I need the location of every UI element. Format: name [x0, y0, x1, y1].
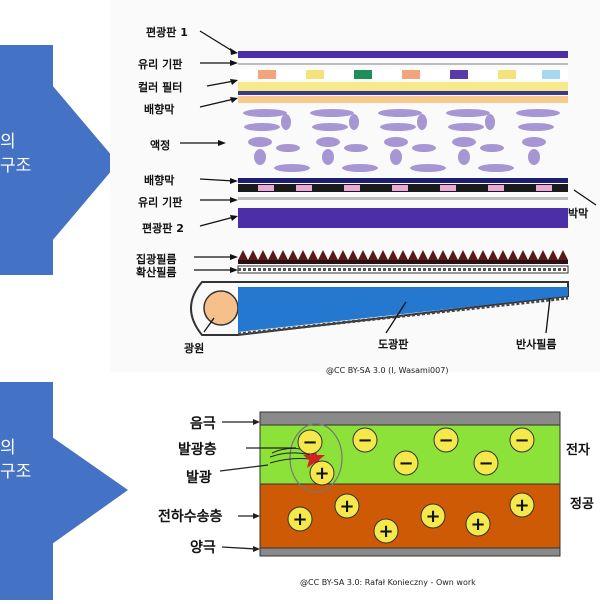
label-diffuser-film: 확산필름: [136, 266, 177, 279]
hole-sign: +: [514, 495, 529, 516]
label-light-source: 광원: [184, 342, 205, 355]
label-light-guide: 도광판: [378, 338, 409, 351]
glass-1-layer: [238, 63, 568, 65]
bottom-slide-text-2: 구조: [0, 462, 32, 482]
label-electron: 전자: [566, 443, 590, 458]
hole-circle: [287, 506, 313, 532]
yellow-layer: [238, 82, 568, 91]
backlight-assembly: [190, 281, 569, 336]
label-liquid-crystal: 액정: [150, 139, 171, 152]
label-hole-transport: 전하수송층: [158, 509, 223, 525]
reflector-film: [237, 296, 569, 336]
tft-pattern-layer: [238, 184, 568, 192]
alignment-film-1-layer: [238, 96, 568, 103]
bottom-arrow-shape: [0, 382, 128, 600]
polarizer-2-layer: [238, 208, 568, 228]
oled-leader-lines: [219, 421, 296, 550]
color-filter-layer: [238, 69, 568, 80]
anode-layer: [259, 547, 561, 557]
electron-sign: −: [398, 453, 413, 474]
top-arrow-shape: [0, 45, 118, 275]
lcd-layers-svg: [180, 30, 597, 336]
light-source-lamp: [203, 290, 239, 326]
hole-sign: +: [378, 521, 393, 542]
oled-arrowheads: [253, 419, 260, 552]
label-polarizer-1: 편광판 1: [146, 26, 188, 39]
bottom-slide-arrow: 의 구조: [0, 382, 130, 600]
label-emissive-layer: 발광층: [178, 442, 217, 458]
bottom-slide-text-1: 의: [0, 438, 16, 458]
hole-circle: [334, 493, 360, 519]
electron-circle: [393, 450, 419, 476]
electron-sign: −: [514, 430, 529, 451]
oled-layers-svg: −−−−−−+++++++: [219, 411, 561, 557]
oled-structure-diagram: −−−−−−+++++++ 음극 발광층 발광 전하수송층 양극 전자 정공 @…: [150, 395, 600, 600]
label-glass-2: 유리 기판: [138, 196, 183, 209]
prism-film-layer: [238, 250, 568, 264]
oled-credit: @CC BY-SA 3.0: Rafał Konieczny - Own wor…: [300, 578, 476, 587]
label-alignment-2: 배향막: [144, 174, 175, 187]
electron-circle: [509, 427, 535, 453]
recombination-zone: [289, 423, 343, 493]
hole-sign: +: [339, 496, 354, 517]
electron-sign: −: [478, 453, 493, 474]
glass-2-layer: [238, 197, 568, 200]
label-right-cut: 박막: [568, 207, 589, 220]
electron-sign: −: [302, 432, 317, 453]
top-slide-arrow: 의 구조: [0, 45, 130, 275]
top-slide-text-2: 구조: [0, 156, 32, 176]
label-cathode: 음극: [190, 416, 216, 432]
hole-circle: [420, 503, 446, 529]
lcd-structure-diagram: 편광판 1 유리 기판 컬러 필터 배향막 액정 배향막 유리 기판 편광판 2…: [110, 0, 600, 375]
electron-circle: [433, 427, 459, 453]
hole-sign: +: [470, 514, 485, 535]
lcd-credit: @CC BY-SA 3.0 (I, Wasami007): [326, 366, 449, 375]
electron-circle: [297, 429, 323, 455]
electron-circle: [352, 427, 378, 453]
label-color-filter: 컬러 필터: [138, 81, 183, 94]
hole-sign: +: [314, 463, 329, 484]
label-alignment-1: 배향막: [144, 103, 175, 116]
label-prism-film: 집광필름: [136, 253, 177, 266]
label-glass-1: 유리 기판: [138, 58, 183, 71]
electron-sign: −: [357, 430, 372, 451]
label-anode: 양극: [190, 540, 216, 556]
electron-sign: −: [438, 430, 453, 451]
light-guide-plate: [238, 287, 568, 332]
hole-circle: [465, 511, 491, 537]
lcd-arrowheads: [218, 48, 238, 273]
hole-sign: +: [425, 506, 440, 527]
label-reflector-film: 반사필름: [516, 338, 557, 351]
polarizer-1-layer: [238, 51, 568, 58]
label-hole: 정공: [570, 497, 594, 512]
label-polarizer-2: 편광판 2: [142, 222, 184, 235]
lcd-leader-lines: [180, 30, 597, 334]
top-slide-text-1: 의: [0, 132, 16, 152]
hole-circle: [373, 518, 399, 544]
diffuser-film-layer: [237, 265, 569, 274]
cathode-layer: [259, 411, 561, 426]
hole-sign: +: [292, 509, 307, 530]
label-emission: 발광: [186, 470, 212, 486]
liquid-crystal-layer: [243, 109, 560, 172]
hole-circle: [309, 460, 335, 486]
alignment-film-2-layer: [238, 178, 568, 183]
hole-circle: [509, 492, 535, 518]
electron-circle: [473, 450, 499, 476]
